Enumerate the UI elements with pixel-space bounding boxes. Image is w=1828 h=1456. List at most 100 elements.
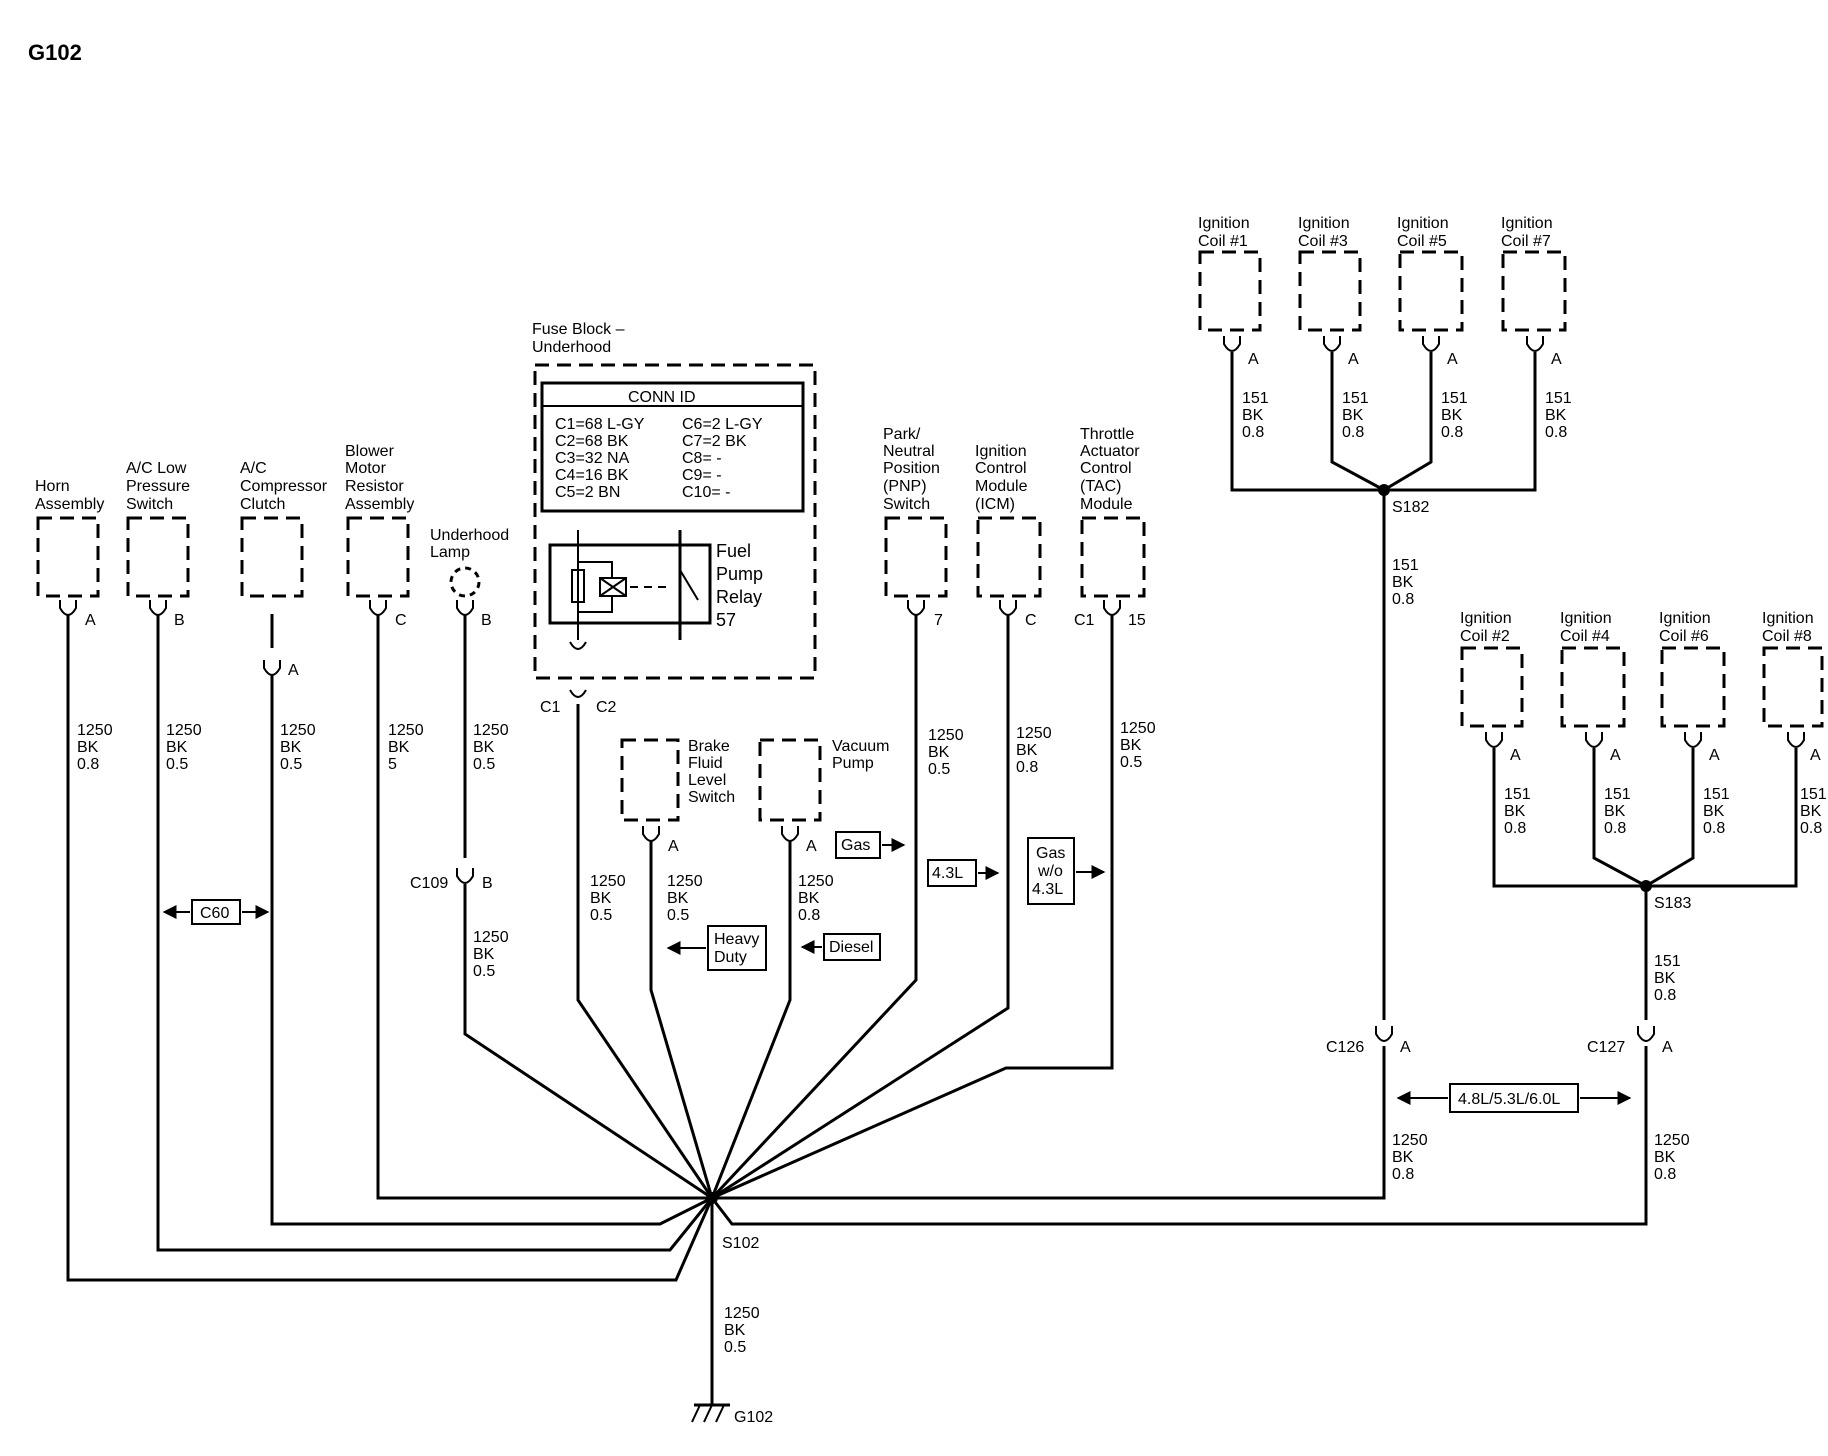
brake-label-3: Level	[688, 772, 726, 789]
splice-s182: S182	[1392, 499, 1429, 516]
svg-text:BK: BK	[1545, 407, 1567, 424]
svg-text:BK: BK	[1604, 803, 1626, 820]
svg-text:Heavy: Heavy	[714, 931, 759, 948]
svg-text:151: 151	[1800, 786, 1827, 803]
ac-low-label-2: Pressure	[126, 478, 190, 495]
ac-comp-component-box	[240, 516, 304, 598]
option-heavy-duty: Heavy Duty	[666, 925, 767, 971]
option-gas: Gas	[835, 831, 906, 859]
svg-text:0.5: 0.5	[928, 761, 950, 778]
svg-text:0.5: 0.5	[590, 907, 612, 924]
fuse-c2-label: C2	[596, 699, 617, 716]
ac-compressor-clutch: A/C Compressor Clutch A	[240, 460, 328, 679]
svg-text:BK: BK	[798, 890, 820, 907]
svg-text:0.8: 0.8	[1342, 424, 1364, 441]
option-engines: 4.8L/5.3L/6.0L	[1396, 1083, 1632, 1113]
svg-text:0.8: 0.8	[1654, 987, 1676, 1004]
tac-pin-15: 15	[1128, 612, 1146, 629]
svg-text:0.8: 0.8	[1545, 424, 1567, 441]
blower-label-3: Resistor	[345, 478, 404, 495]
ac-comp-label-3: Clutch	[240, 496, 285, 513]
svg-text:Duty: Duty	[714, 949, 747, 966]
ac-low-pressure-switch: A/C Low Pressure Switch B	[126, 460, 190, 629]
svg-text:Coil #8: Coil #8	[1762, 628, 1812, 645]
blower-label-1: Blower	[345, 443, 395, 460]
blower-label-2: Motor	[345, 460, 387, 477]
blower-pin: C	[395, 612, 407, 629]
option-diesel: Diesel	[800, 933, 881, 961]
svg-text:151: 151	[1342, 390, 1369, 407]
c126-pin: A	[1400, 1039, 1411, 1056]
splice-s102-dot	[706, 1192, 718, 1204]
svg-text:BK: BK	[1242, 407, 1264, 424]
svg-text:0.8: 0.8	[798, 907, 820, 924]
conn-id-c1: C1=68 L-GY	[555, 416, 645, 433]
conn-id-c7: C7=2 BK	[682, 433, 747, 450]
c127-pin: A	[1662, 1039, 1673, 1056]
svg-text:151: 151	[1242, 390, 1269, 407]
connector-c126: C126	[1326, 1039, 1364, 1056]
pnp-label-2: Neutral	[883, 443, 935, 460]
svg-text:1250: 1250	[473, 929, 509, 946]
c109-pin: B	[482, 875, 493, 892]
vacuum-pump: Vacuum Pump A	[758, 738, 890, 855]
svg-text:1250: 1250	[473, 722, 509, 739]
ac-low-label-3: Switch	[126, 496, 173, 513]
svg-text:0.8: 0.8	[1392, 1166, 1414, 1183]
svg-text:Ignition: Ignition	[1560, 610, 1612, 627]
svg-text:151: 151	[1392, 557, 1419, 574]
conn-id-table	[540, 381, 805, 513]
svg-text:1250: 1250	[388, 722, 424, 739]
brake-pin: A	[668, 838, 679, 855]
horn-label-2: Assembly	[35, 496, 104, 513]
pnp-switch: Park/ Neutral Position (PNP) Switch 7	[883, 426, 948, 629]
svg-text:1250: 1250	[280, 722, 316, 739]
svg-text:1250: 1250	[1016, 725, 1052, 742]
svg-text:0.8: 0.8	[1441, 424, 1463, 441]
horn-label-1: Horn	[35, 478, 70, 495]
icm-label-1: Ignition	[975, 443, 1027, 460]
svg-text:BK: BK	[1703, 803, 1725, 820]
brake-label-2: Fluid	[688, 755, 723, 772]
coil-7-box	[1501, 250, 1567, 332]
svg-text:Ignition: Ignition	[1298, 215, 1350, 232]
svg-text:Diesel: Diesel	[829, 939, 873, 956]
svg-text:A: A	[1709, 747, 1720, 764]
svg-text:BK: BK	[1800, 803, 1822, 820]
svg-text:BK: BK	[166, 739, 188, 756]
conn-id-c6: C6=2 L-GY	[682, 416, 763, 433]
underhood-lamp: Underhood Lamp B	[430, 527, 509, 629]
icm-label-4: (ICM)	[975, 496, 1015, 513]
connector-c109: C109	[410, 875, 448, 892]
ground-label: G102	[734, 1409, 773, 1426]
svg-text:Coil #3: Coil #3	[1298, 233, 1348, 250]
svg-text:BK: BK	[1392, 1149, 1414, 1166]
svg-text:0.8: 0.8	[1604, 820, 1626, 837]
svg-text:1250: 1250	[798, 873, 834, 890]
svg-text:0.8: 0.8	[1800, 820, 1822, 837]
relay-label-relay: Relay	[716, 587, 762, 607]
svg-text:Ignition: Ignition	[1659, 610, 1711, 627]
connector-c127: C127	[1587, 1039, 1625, 1056]
tac-label-3: Control	[1080, 460, 1132, 477]
svg-text:0.8: 0.8	[1242, 424, 1264, 441]
svg-text:BK: BK	[1342, 407, 1364, 424]
option-4-3l: 4.3L	[927, 859, 1000, 887]
svg-text:BK: BK	[388, 739, 410, 756]
conn-id-c4: C4=16 BK	[555, 467, 629, 484]
svg-text:0.8: 0.8	[77, 756, 99, 773]
svg-text:Ignition: Ignition	[1460, 610, 1512, 627]
blower-motor-resistor: Blower Motor Resistor Assembly C	[345, 443, 414, 629]
pnp-label-1: Park/	[883, 426, 921, 443]
svg-text:BK: BK	[1654, 1149, 1676, 1166]
svg-text:151: 151	[1441, 390, 1468, 407]
